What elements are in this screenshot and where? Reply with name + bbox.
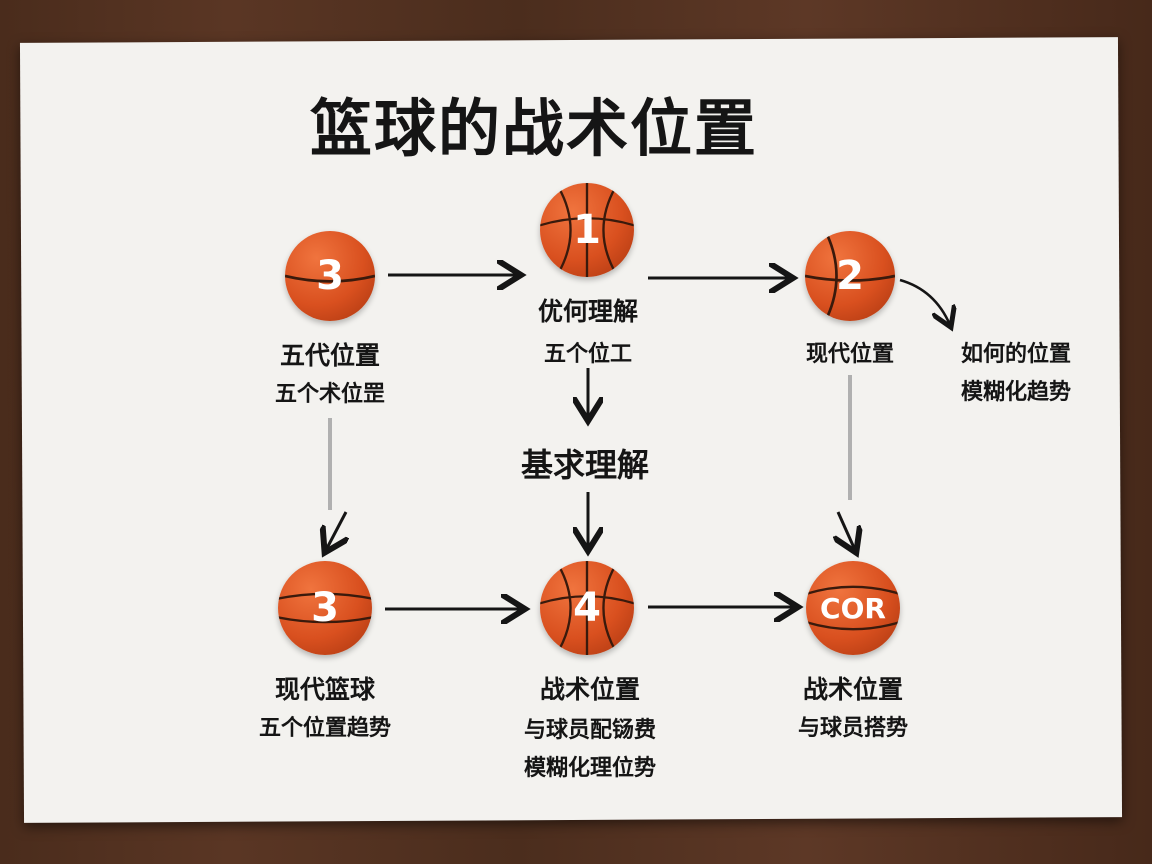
basketball-icon: 2 — [805, 231, 895, 321]
label-line: 现代位置 — [805, 342, 895, 367]
arrow-left-down — [326, 511, 346, 550]
basketball-icon: 4 — [540, 561, 634, 655]
label-line: 与球员搭势 — [797, 716, 909, 741]
node-label-top-left: 五代位置 五个术位罡 — [275, 336, 385, 408]
ball-number: 1 — [573, 207, 601, 253]
label-line: 五个位工 — [543, 342, 633, 367]
ball-number: 3 — [311, 585, 339, 631]
basketball-icon: 3 — [278, 561, 372, 655]
node-label-bottom-left: 现代篮球 五个位置趋势 — [259, 670, 391, 742]
basketball-icon: 1 — [540, 183, 634, 277]
node-label-bottom-right: 战术位置 与球员搭势 — [798, 670, 908, 742]
ball-number: 4 — [573, 585, 601, 631]
label-line: 模糊化理位势 — [523, 756, 657, 781]
ball-number: 3 — [316, 253, 344, 299]
label-line: 五个术位罡 — [274, 382, 386, 407]
basketball-icon: COR — [806, 561, 900, 655]
page-title: 篮球的战术位置 — [310, 92, 759, 165]
node-label-top-middle: 优何理解 五个位工 — [538, 292, 638, 368]
label-line: 模糊化趋势 — [960, 380, 1072, 405]
label-line: 战术位置 — [802, 675, 904, 704]
ball-number: 2 — [836, 253, 864, 299]
label-line: 五代位置 — [279, 341, 381, 370]
label-line: 与球员配铴费 — [523, 718, 657, 743]
label-line: 战术位置 — [539, 675, 641, 704]
label-line: 现代篮球 — [274, 675, 376, 704]
arrow-right-down — [838, 511, 855, 550]
side-note: 如何的位置 模糊化趋势 — [961, 336, 1071, 406]
label-line: 优何理解 — [537, 297, 639, 326]
node-label-bottom-middle: 战术位置 与球员配铴费 模糊化理位势 — [524, 670, 656, 782]
basketball-icon: 3 — [285, 231, 375, 321]
middle-label: 基求理解 — [520, 446, 650, 484]
label-line: 如何的位置 — [960, 342, 1072, 367]
label-line: 五个位置趋势 — [258, 716, 392, 741]
ball-number: COR — [820, 591, 886, 625]
node-label-top-right: 现代位置 — [806, 336, 894, 368]
arrow-topright-to-note — [899, 278, 950, 325]
